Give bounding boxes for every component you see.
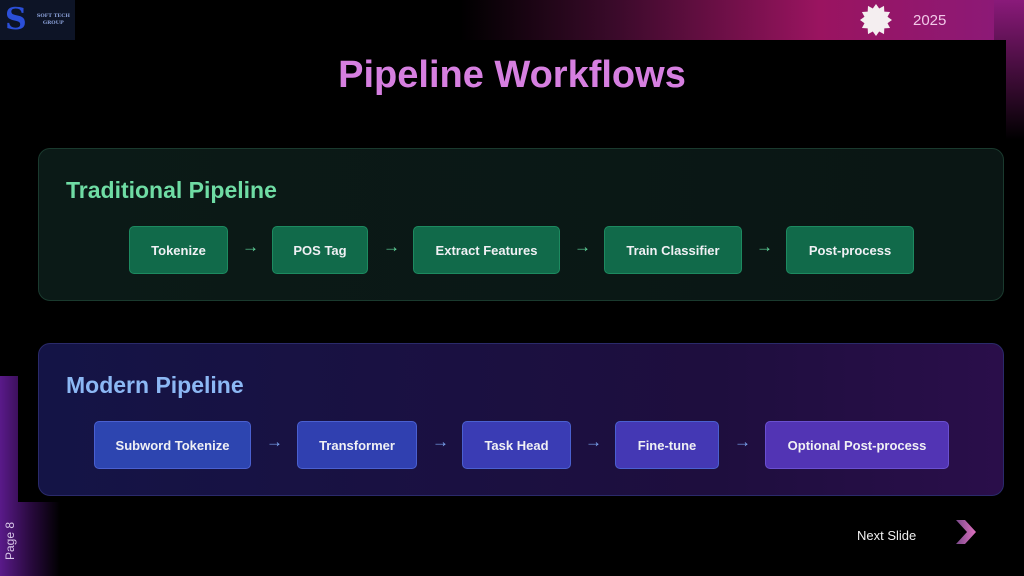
pipeline-step: Fine-tune — [615, 421, 719, 469]
header-gradient — [0, 0, 1024, 45]
arrow-right-icon: → — [585, 432, 602, 451]
pipeline-step: Post-process — [786, 226, 914, 274]
arrow-right-icon: → — [266, 432, 283, 451]
arrow-right-icon: → — [574, 237, 591, 256]
arrow-right-icon: → — [432, 432, 449, 451]
pipeline-step: Train Classifier — [604, 226, 742, 274]
pipeline-step: POS Tag — [272, 226, 368, 274]
traditional-pipeline-panel: Traditional Pipeline Tokenize → POS Tag … — [38, 148, 1004, 301]
company-logo: S SOFT TECH GROUP — [0, 0, 75, 40]
arrow-right-icon: → — [242, 237, 259, 256]
next-slide-link[interactable]: Next Slide — [857, 528, 917, 543]
panel-title: Traditional Pipeline — [66, 177, 277, 203]
page-title: Pipeline Workflows — [338, 54, 686, 96]
arrow-right-icon: → — [383, 237, 400, 256]
arrow-right-icon: → — [756, 237, 773, 256]
year-label: 2025 — [913, 12, 947, 29]
logo-s-icon: S — [5, 2, 27, 37]
pipeline-step: Extract Features — [413, 226, 560, 274]
logo-text: SOFT TECH GROUP — [36, 13, 70, 26]
pipeline-step: Subword Tokenize — [94, 421, 251, 469]
arrow-right-icon: → — [734, 432, 751, 451]
modern-pipeline-panel: Modern Pipeline Subword Tokenize → Trans… — [38, 343, 1004, 496]
pipeline-step: Optional Post-process — [765, 421, 949, 469]
panel-title: Modern Pipeline — [66, 372, 244, 398]
pipeline-step: Tokenize — [129, 226, 228, 274]
chevron-right-icon[interactable] — [956, 520, 976, 544]
pipeline-step: Task Head — [462, 421, 571, 469]
pipeline-step: Transformer — [297, 421, 417, 469]
page-number: Page 8 — [3, 521, 17, 560]
